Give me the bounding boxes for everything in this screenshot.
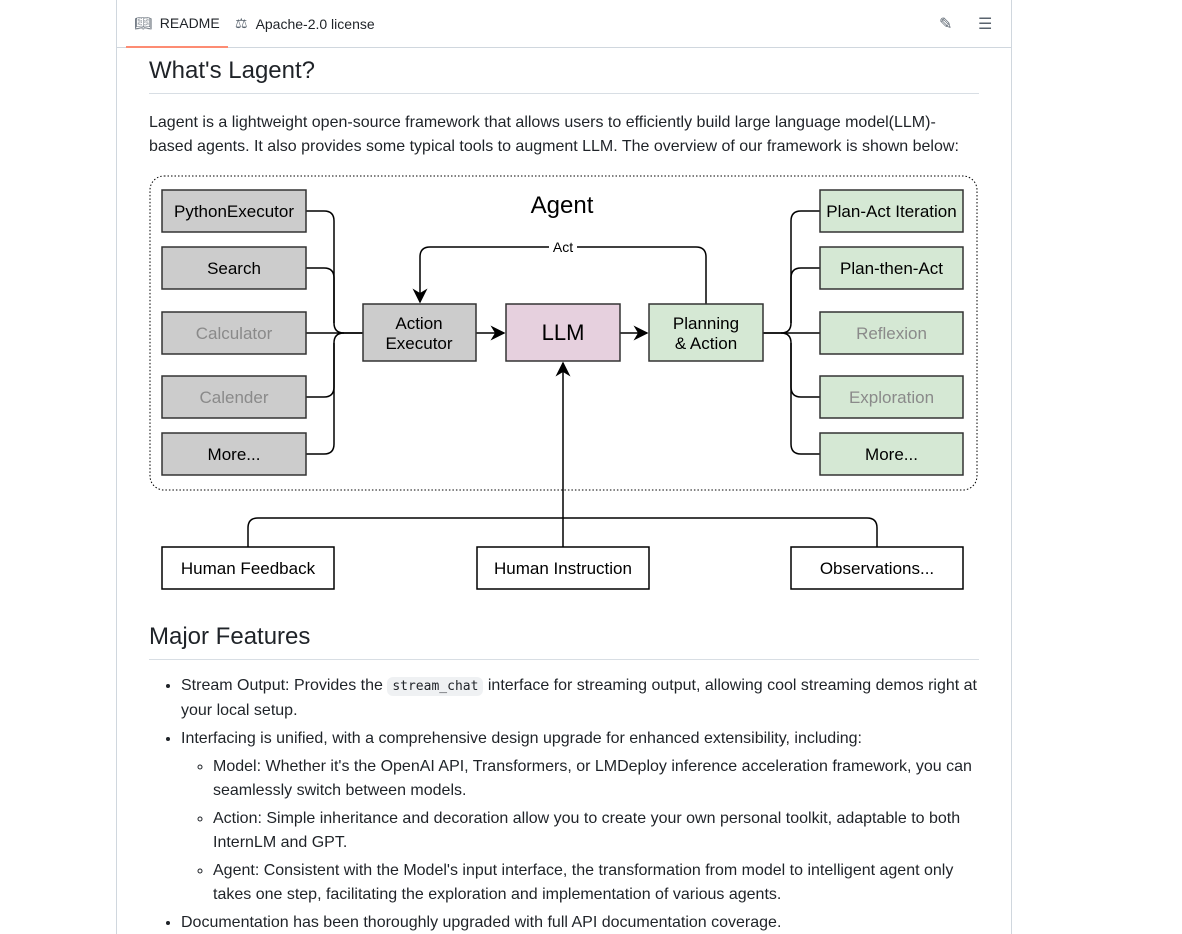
input-label: Human Instruction: [494, 559, 632, 578]
tool-label: Calender: [200, 388, 269, 407]
tool-box: [161, 189, 307, 233]
feature-item: Stream Output: Provides the stream_chat …: [181, 674, 979, 723]
tool-label: Calculator: [196, 324, 273, 343]
action-executor-box: [362, 303, 477, 362]
act-label: Act: [553, 239, 573, 255]
plan-box: [819, 311, 964, 355]
book-icon: 📖︎: [134, 14, 152, 31]
heading-major-features: Major Features: [149, 623, 979, 660]
pencil-icon[interactable]: ✎: [939, 16, 953, 33]
sub-feature-item: Action: Simple inheritance and decoratio…: [213, 807, 979, 855]
tool-label: More...: [208, 445, 261, 464]
plan-label: Plan-Act Iteration: [826, 202, 956, 221]
list-icon[interactable]: ☰: [978, 16, 993, 33]
plan-box: [819, 375, 964, 419]
intro-paragraph: Lagent is a lightweight open-source fram…: [149, 114, 959, 155]
plan-label: More...: [865, 445, 918, 464]
tab-label: README: [159, 15, 220, 31]
readme-panel: 📖︎ README ⚖︎ Apache-2.0 license ✎ ☰ What's…: [116, 0, 1012, 934]
planning-box: [648, 303, 764, 362]
feature-list: Stream Output: Provides the stream_chat …: [149, 674, 979, 934]
tool-label: PythonExecutor: [174, 202, 294, 221]
planning-label: Planning: [673, 314, 739, 333]
tab-bar: 📖︎ README ⚖︎ Apache-2.0 license ✎ ☰: [117, 0, 1011, 48]
sub-feature-item: Agent: Consistent with the Model's input…: [213, 859, 979, 907]
sub-feature-list: Model: Whether it's the OpenAI API, Tran…: [181, 755, 979, 907]
input-label: Human Feedback: [181, 559, 316, 578]
feature-text: Interfacing is unified, with a comprehen…: [181, 730, 862, 747]
llm-label: LLM: [542, 320, 585, 345]
input-box: [790, 546, 964, 590]
tab-readme[interactable]: 📖︎ README: [126, 0, 228, 48]
feature-text: interface for streaming output, allowing…: [181, 677, 977, 719]
tool-box: [161, 375, 307, 419]
agent-title: Agent: [531, 192, 594, 219]
llm-box: [505, 303, 621, 362]
heading-whats-lagent: What's Lagent?: [149, 57, 979, 94]
agent-boundary: [149, 175, 978, 491]
tab-license[interactable]: ⚖︎ Apache-2.0 license: [235, 0, 375, 47]
feature-text: Stream Output: Provides the: [181, 677, 388, 694]
feature-item: Interfacing is unified, with a comprehen…: [181, 727, 979, 907]
action-executor-label: Action: [395, 314, 442, 333]
tool-box: [161, 432, 307, 476]
input-label: Observations...: [820, 559, 934, 578]
plan-box: [819, 432, 964, 476]
input-box: [161, 546, 335, 590]
tab-label: Apache-2.0 license: [255, 15, 375, 32]
tool-label: Search: [207, 259, 261, 278]
feature-item: Documentation has been thoroughly upgrad…: [181, 911, 979, 934]
plan-box: [819, 246, 964, 290]
scale-icon: ⚖︎: [235, 15, 248, 31]
plan-label: Exploration: [849, 388, 934, 407]
framework-diagram: Agent Act PythonExecutorSearchCalculator…: [149, 175, 978, 590]
readme-content: What's Lagent? Lagent is a lightweight o…: [149, 47, 979, 934]
tool-box: [161, 246, 307, 290]
connectors: [247, 210, 878, 547]
inline-code: stream_chat: [387, 677, 484, 696]
action-executor-label: Executor: [385, 334, 452, 353]
sub-feature-item: Model: Whether it's the OpenAI API, Tran…: [213, 755, 979, 803]
planning-label: & Action: [675, 334, 737, 353]
input-box: [476, 546, 650, 590]
plan-label: Reflexion: [856, 324, 927, 343]
plan-box: [819, 189, 964, 233]
plan-label: Plan-then-Act: [840, 259, 943, 278]
tool-box: [161, 311, 307, 355]
